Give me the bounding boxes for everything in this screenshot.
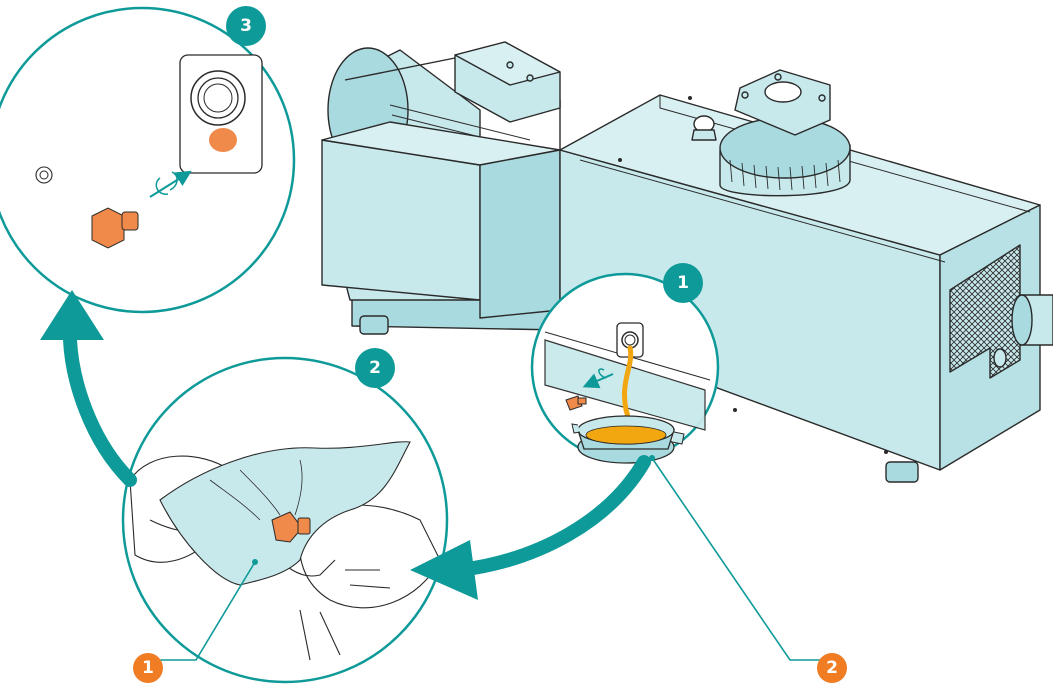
step-badge-1-label: 1 — [677, 273, 689, 293]
step-3-detail — [0, 8, 294, 312]
step-badge-3: 3 — [226, 6, 266, 46]
step-1-detail — [532, 274, 718, 463]
pump-front-housing — [322, 140, 480, 300]
step-badge-2: 2 — [355, 348, 395, 388]
flow-arrow-1-to-2 — [460, 462, 644, 570]
intake-port — [720, 70, 850, 196]
step-badge-3-label: 3 — [240, 16, 252, 36]
flow-arrow-2-to-3 — [70, 340, 130, 480]
lifting-eye — [692, 116, 716, 140]
pump-foot-right — [886, 462, 918, 482]
pump-coupling — [480, 150, 560, 318]
drain-port-plate — [180, 55, 262, 173]
pump-foot-left — [360, 316, 388, 334]
exhaust-outlet — [1012, 295, 1053, 345]
seal-washer — [36, 167, 52, 183]
callout-badge-2: 2 — [817, 653, 847, 683]
step-badge-2-label: 2 — [369, 358, 381, 378]
step-2-detail — [123, 358, 447, 682]
step-badge-1: 1 — [663, 263, 703, 303]
oil-collection-pan — [572, 416, 684, 463]
callout-badge-1-label: 1 — [142, 658, 154, 678]
callout-badge-2-label: 2 — [826, 658, 838, 678]
callout-badge-1: 1 — [133, 653, 163, 683]
